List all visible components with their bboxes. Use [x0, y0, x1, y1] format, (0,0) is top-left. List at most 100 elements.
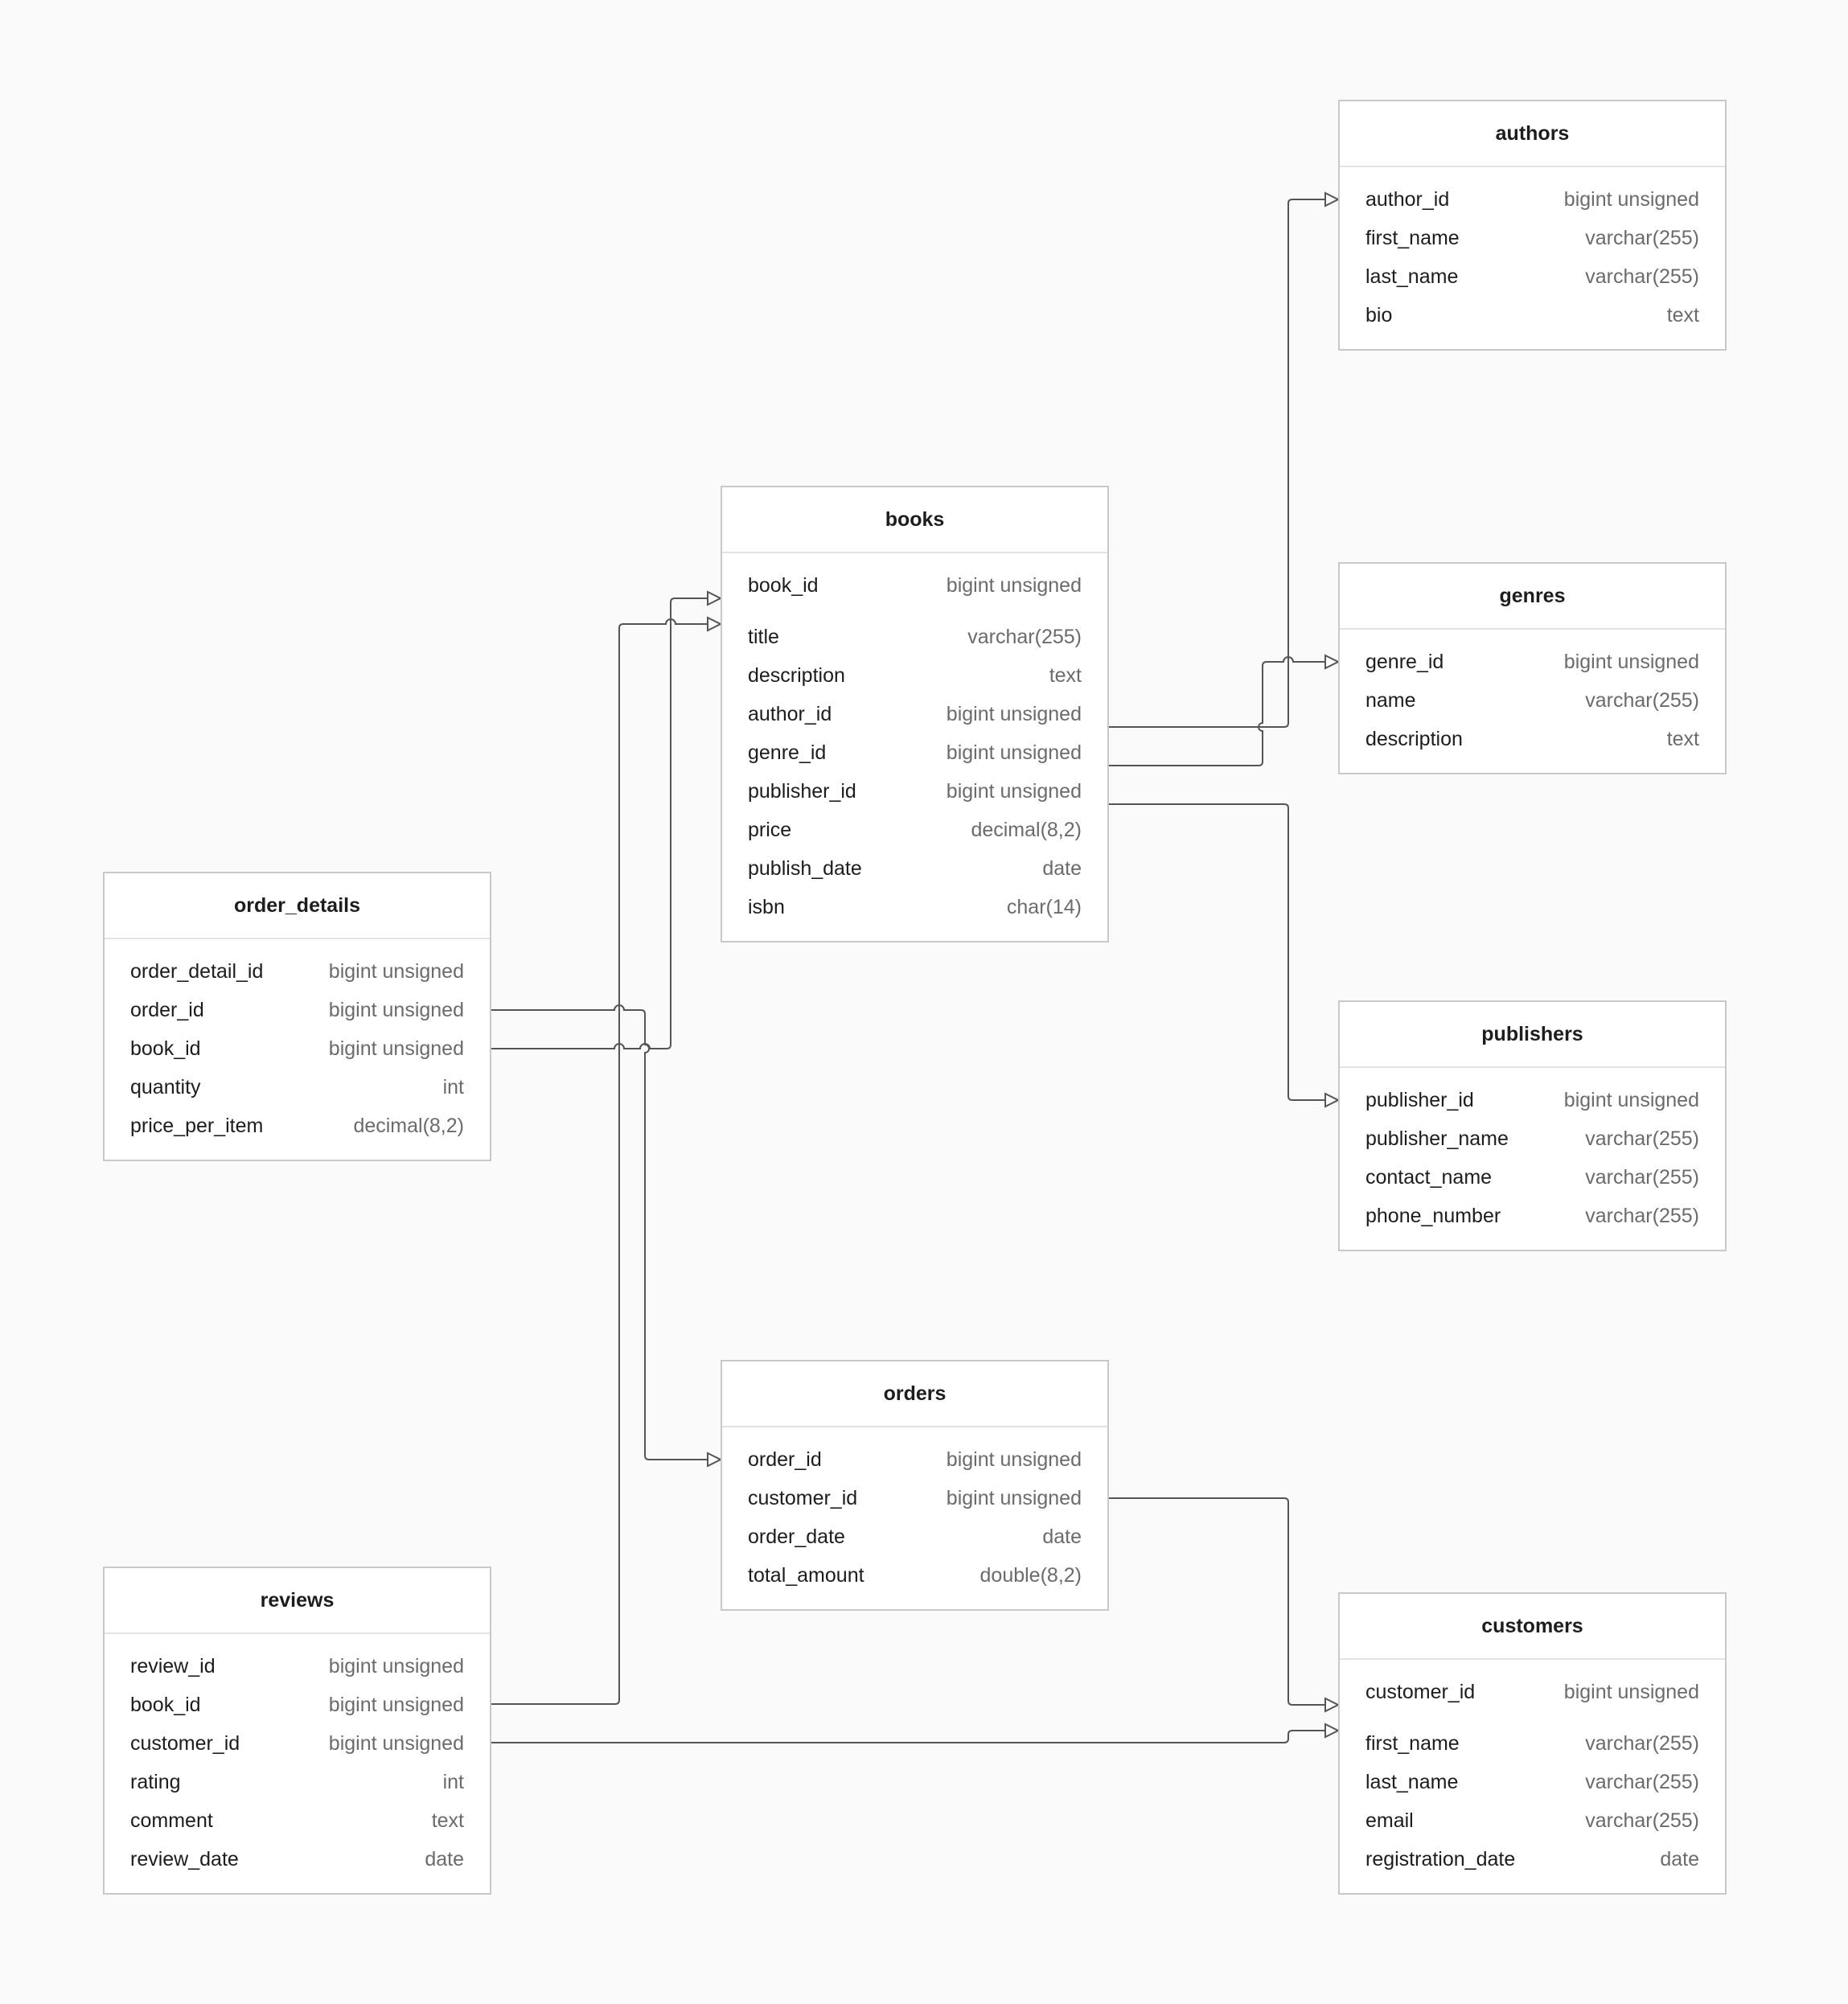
field-row[interactable]: book_id bigint unsigned [722, 566, 1107, 605]
field-name: publish_date [748, 856, 862, 880]
field-type: varchar(255) [1585, 1204, 1699, 1227]
field-type: int [442, 1770, 464, 1793]
field-type: date [1042, 1525, 1082, 1548]
field-name: review_id [130, 1654, 216, 1678]
field-row[interactable]: comment text [105, 1801, 490, 1840]
table-title: reviews [105, 1568, 490, 1634]
field-type: int [442, 1075, 464, 1099]
field-row[interactable]: publisher_name varchar(255) [1340, 1119, 1725, 1158]
field-name: order_detail_id [130, 959, 264, 983]
field-type: date [425, 1847, 464, 1871]
field-type: date [1042, 856, 1082, 880]
field-type: varchar(255) [1585, 1127, 1699, 1150]
field-type: bigint unsigned [1563, 1088, 1699, 1111]
field-row[interactable]: review_date date [105, 1840, 490, 1879]
field-type: bigint unsigned [328, 1654, 464, 1678]
field-type: bigint unsigned [946, 779, 1082, 803]
field-type: bigint unsigned [946, 741, 1082, 764]
field-name: publisher_id [1365, 1088, 1474, 1111]
field-type: double(8,2) [979, 1563, 1082, 1587]
field-name: registration_date [1365, 1847, 1516, 1871]
field-row[interactable]: publisher_id bigint unsigned [1340, 1081, 1725, 1119]
field-type: varchar(255) [1585, 1809, 1699, 1832]
field-type: bigint unsigned [1563, 187, 1699, 211]
field-name: publisher_name [1365, 1127, 1509, 1150]
field-type: text [431, 1809, 464, 1832]
field-row[interactable]: review_id bigint unsigned [105, 1647, 490, 1686]
field-name: first_name [1365, 226, 1460, 249]
field-type: bigint unsigned [946, 573, 1082, 597]
field-type: varchar(255) [1585, 688, 1699, 712]
field-name: last_name [1365, 1770, 1459, 1793]
field-type: char(14) [1006, 895, 1082, 918]
field-type: varchar(255) [1585, 1731, 1699, 1755]
field-name: order_id [748, 1448, 822, 1471]
field-row[interactable]: registration_date date [1340, 1840, 1725, 1879]
field-name: rating [130, 1770, 181, 1793]
field-name: first_name [1365, 1731, 1460, 1755]
field-name: price_per_item [130, 1114, 264, 1137]
field-name: genre_id [748, 741, 827, 764]
field-name: order_id [130, 998, 204, 1021]
link-orders-customer-customers [1109, 1497, 1325, 1706]
field-row[interactable]: order_detail_id bigint unsigned [105, 952, 490, 991]
field-name: customer_id [1365, 1680, 1476, 1703]
field-name: review_date [130, 1847, 239, 1871]
field-type: bigint unsigned [328, 959, 464, 983]
field-row[interactable]: first_name varchar(255) [1340, 1724, 1725, 1763]
field-type: bigint unsigned [328, 1037, 464, 1060]
field-name: isbn [748, 895, 785, 918]
field-row[interactable]: isbn char(14) [722, 888, 1107, 926]
field-name: book_id [748, 573, 819, 597]
field-name: price [748, 818, 792, 841]
field-name: comment [130, 1809, 213, 1832]
table-title: customers [1340, 1594, 1725, 1660]
field-type: varchar(255) [967, 625, 1082, 648]
field-row[interactable]: rating int [105, 1763, 490, 1801]
field-row[interactable]: order_id bigint unsigned [722, 1440, 1107, 1479]
field-type: bigint unsigned [328, 1731, 464, 1755]
field-row[interactable]: genre_id bigint unsigned [722, 733, 1107, 772]
arrow-publishers-publisher-id [1324, 1092, 1341, 1108]
field-row[interactable]: publish_date date [722, 849, 1107, 888]
link-order-details-book-books [491, 598, 708, 1049]
link-books-publisher-publishers [1109, 803, 1325, 1101]
table-title: genres [1340, 564, 1725, 630]
field-type: bigint unsigned [946, 1448, 1082, 1471]
field-type: date [1660, 1847, 1699, 1871]
